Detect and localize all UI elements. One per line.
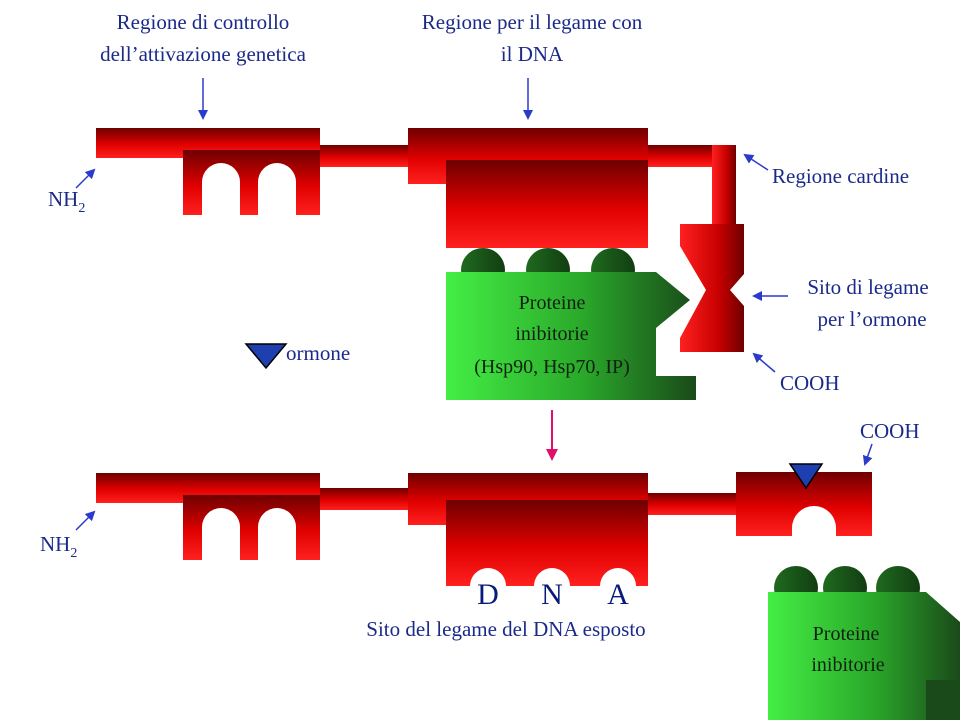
label-hinge: Regione cardine [772, 164, 909, 188]
label-inhibitory-top-line1: Proteine [519, 292, 586, 314]
label-inhibitory-top-line2: inibitorie [515, 323, 588, 345]
bound-hormone-icon [788, 463, 824, 490]
activation-control-domain [96, 128, 320, 215]
linker-segment [320, 145, 410, 167]
hormone-icon [244, 343, 288, 370]
hinge-region-active [648, 493, 740, 515]
dna-binding-domain [408, 128, 648, 248]
linker-segment-active [320, 488, 410, 510]
label-hormone-site-line2: per l’ormone [817, 307, 926, 331]
dna-letter-a: A [607, 578, 629, 611]
inhibitory-proteins-bottom [768, 566, 960, 720]
label-dna-binding-line1: Regione per il legame con [422, 10, 643, 34]
hinge-region [648, 145, 736, 227]
receptor-active [96, 472, 872, 586]
label-cooh-top: COOH [780, 371, 840, 395]
pointer-arrows [75, 78, 873, 531]
label-hormone-site-line1: Sito di legame [807, 275, 928, 299]
label-inhibitory-bottom-line2: inibitorie [811, 654, 884, 676]
dna-letter-n: N [541, 578, 563, 611]
arrow-nh-bottom [75, 510, 96, 531]
label-inhibitory-top-line3: (Hsp90, Hsp70, IP) [474, 356, 630, 378]
label-dna-binding-line2: il DNA [501, 42, 564, 66]
dna-letter-d: D [477, 578, 499, 611]
arrow-cooh-bottom [862, 443, 873, 466]
hormone-binding-domain [680, 224, 744, 352]
label-exposed-site: Sito del legame del DNA esposto [366, 617, 645, 641]
label-nh-bottom: NH2 [40, 532, 77, 561]
label-inhibitory-bottom-line1: Proteine [813, 623, 880, 645]
dna-binding-domain-active [408, 473, 648, 586]
arrow-nh-top [75, 168, 96, 189]
label-activation-control-line1: Regione di controllo [117, 10, 290, 34]
label-nh-top: NH2 [48, 187, 85, 216]
label-activation-control-line2: dell’attivazione genetica [100, 42, 306, 66]
label-cooh-bottom: COOH [860, 419, 920, 443]
arrow-cooh-top [752, 352, 776, 373]
label-nh-top-sub: 2 [78, 201, 85, 216]
arrow-hinge [743, 153, 769, 171]
label-hormone: ormone [286, 341, 350, 365]
activation-control-domain-active [96, 473, 320, 560]
hormone-binding-domain-active [736, 472, 872, 536]
inhibitory-proteins-top [446, 248, 696, 400]
label-nh-bottom-sub: 2 [70, 546, 77, 561]
label-nh-bottom-text: NH [40, 532, 70, 556]
receptor-inactive [96, 128, 744, 352]
label-nh-top-text: NH [48, 187, 78, 211]
